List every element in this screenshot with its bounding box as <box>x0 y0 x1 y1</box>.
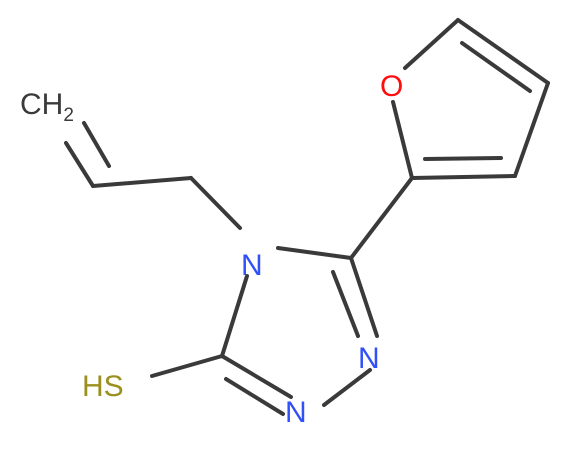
bond-ch2-double-outer <box>64 141 95 188</box>
bond-furan-c5-c4 <box>456 18 550 85</box>
bond-furan-c2-o <box>391 100 414 180</box>
bond-n2-c3 <box>220 354 293 399</box>
atom-ch2: CH2 <box>20 88 74 126</box>
bond-c3-n4 <box>220 274 249 358</box>
bond-n4-c5 <box>276 246 353 260</box>
atom-oxygen: O <box>380 70 403 103</box>
atom-nitrogen-1: N <box>358 342 380 375</box>
bond-n1-n2 <box>322 368 372 407</box>
bond-vinyl-ch2 <box>91 176 193 188</box>
bond-c3-sh <box>150 354 224 378</box>
bond-ch2-double-inner <box>82 121 111 168</box>
bond-furan-o-c5 <box>403 18 460 70</box>
bond-ch2-n4 <box>189 176 242 230</box>
bond-c5-furan <box>349 176 414 260</box>
atom-nitrogen-4: N <box>241 249 263 282</box>
atom-sulfhydryl: HS <box>82 370 124 403</box>
bond-furan-c3-c2-double <box>423 156 503 161</box>
bond-furan-c3-c2 <box>410 174 517 180</box>
bond-furan-c5-c4-double <box>460 41 532 93</box>
bond-furan-c4-c3 <box>513 81 550 178</box>
bond-c5-n1-double <box>331 270 360 338</box>
atom-nitrogen-2: N <box>285 396 307 429</box>
bond-c5-n1 <box>349 256 379 338</box>
bond-n2-c3-double <box>224 377 285 416</box>
